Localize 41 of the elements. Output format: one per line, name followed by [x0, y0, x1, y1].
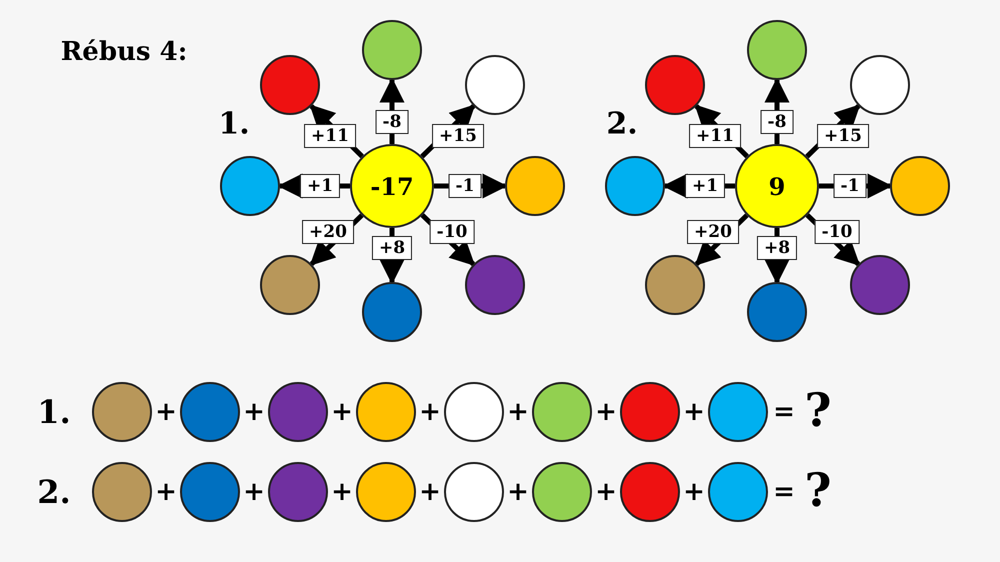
plus-sign: + — [155, 397, 177, 427]
row-number: 1. — [37, 393, 71, 431]
plus-sign: + — [595, 397, 617, 427]
edge-label: -10 — [430, 220, 474, 244]
edge-label: -10 — [814, 220, 860, 244]
edge-label: +1 — [684, 174, 726, 198]
plus-sign: + — [419, 477, 441, 507]
plus-sign: + — [595, 477, 617, 507]
edge-label: +8 — [372, 236, 412, 260]
plus-sign: + — [507, 477, 529, 507]
edge-label: -1 — [834, 174, 866, 198]
edge-label: -1 — [448, 174, 482, 198]
edge-label: +11 — [689, 124, 741, 148]
edge-label: +11 — [304, 124, 356, 148]
question-mark: ? — [804, 383, 832, 437]
plus-sign: + — [331, 477, 353, 507]
edge-label: +20 — [302, 220, 354, 244]
puzzle-number: 1. — [218, 106, 250, 142]
question-mark: ? — [804, 463, 832, 517]
plus-sign: + — [683, 397, 705, 427]
number-circle: 9 — [735, 144, 819, 228]
edge-label: -8 — [376, 110, 408, 134]
plus-sign: + — [331, 397, 353, 427]
plus-sign: + — [683, 477, 705, 507]
row-number: 2. — [37, 473, 71, 511]
plus-sign: + — [507, 397, 529, 427]
title: Rébus 4: — [60, 37, 188, 67]
edge-label: +1 — [300, 174, 340, 198]
edge-label: +15 — [432, 124, 484, 148]
edge-label: +8 — [756, 236, 798, 260]
edge-label: +20 — [687, 220, 739, 244]
equals-sign: = — [773, 397, 795, 427]
equals-sign: = — [773, 477, 795, 507]
plus-sign: + — [155, 477, 177, 507]
number-circle: -17 — [350, 144, 434, 228]
puzzle-number: 2. — [606, 106, 638, 142]
edge-label: -8 — [760, 110, 794, 134]
plus-sign: + — [243, 477, 265, 507]
edge-label: +15 — [817, 124, 869, 148]
plus-sign: + — [243, 397, 265, 427]
plus-sign: + — [419, 397, 441, 427]
